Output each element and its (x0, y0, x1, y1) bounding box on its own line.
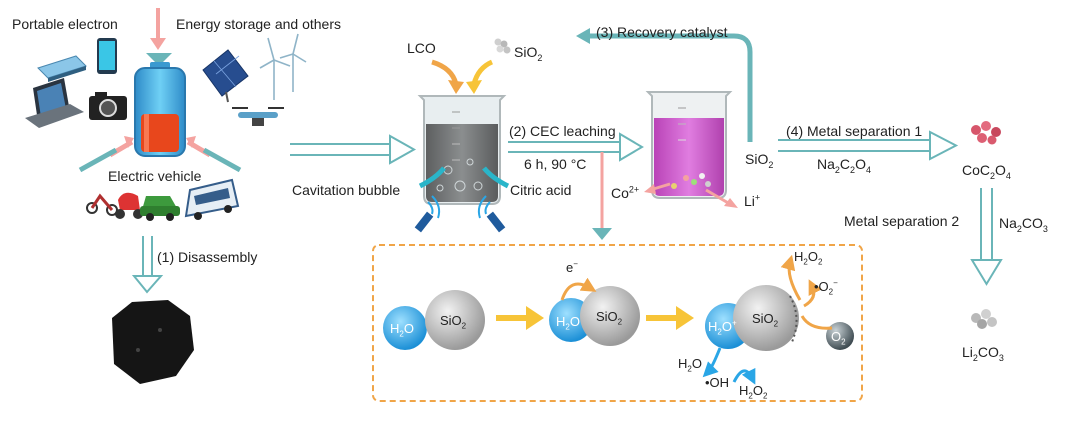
convergence-arrows (78, 136, 242, 173)
mechanism-pointer (592, 152, 612, 240)
ros-arrows (702, 254, 833, 385)
moped-icon (115, 192, 143, 219)
tablet-icon (37, 55, 87, 82)
disassembly-label: (1) Disassembly (157, 249, 258, 265)
superoxide-label: •O2− (814, 278, 838, 297)
coc2o4-particles-icon (971, 121, 1001, 145)
beaker-icon (645, 91, 733, 199)
sio2-label: SiO2 (596, 309, 623, 327)
hydroxyl-radical-label: •OH (705, 375, 730, 390)
electron-transfer-arrow (560, 277, 597, 301)
bus-icon (184, 178, 240, 220)
feed-arrow (290, 134, 417, 165)
cec-leaching-label: (2) CEC leaching (509, 123, 616, 139)
sio2-label: SiO2 (752, 311, 779, 329)
beaker-icon (417, 95, 507, 205)
conditions-label: 6 h, 90 °C (524, 156, 587, 172)
sio2-particle (425, 290, 485, 350)
lco-arrow (431, 59, 464, 94)
h2o-molecule (383, 306, 427, 350)
ion-release-arrows (644, 182, 738, 208)
wind-turbine-icon (259, 33, 307, 100)
na2co3-label: Na2CO3 (999, 215, 1048, 234)
phone-icon (97, 38, 117, 74)
sio2-particle (580, 286, 640, 346)
separation-arrow-2 (970, 188, 1003, 286)
o2-label: O2 (831, 329, 846, 347)
lco-label: LCO (407, 40, 436, 56)
disassembly-arrow (131, 236, 164, 294)
metal-separation-2-label: Metal separation 2 (844, 213, 960, 229)
metal-separation-1-label: (4) Metal separation 1 (786, 123, 923, 139)
separation-arrow-1 (778, 130, 959, 161)
sio2-particle (733, 285, 799, 351)
drone-icon (232, 107, 284, 126)
electron-label: e− (566, 259, 578, 275)
co-ion-label: Co2+ (611, 184, 640, 201)
reaction-arrow (646, 306, 694, 330)
h2o2-label: H2O2 (794, 249, 823, 267)
h2o2-label: H2O2 (739, 383, 768, 401)
coc2o4-label: CoC2O4 (962, 162, 1011, 181)
black-powder-icon (112, 300, 194, 384)
h2o-label: H2O (678, 356, 702, 374)
li-ion-label: Li+ (744, 192, 761, 209)
electric-vehicle-label: Electric vehicle (108, 168, 202, 184)
camera-icon (89, 92, 127, 120)
o2-molecule (826, 322, 854, 350)
scooter-icon (86, 193, 118, 216)
energy-storage-label: Energy storage and others (176, 16, 341, 32)
ultrasonic-wave-icon (414, 195, 506, 233)
portable-electron-label: Portable electron (12, 16, 118, 32)
input-arrow-top (150, 8, 166, 50)
reaction-arrow (496, 306, 544, 330)
bubble-pointer (418, 166, 510, 189)
solar-panel-icon (202, 49, 249, 103)
laptop-icon (25, 78, 84, 128)
sio2-label: SiO2 (440, 313, 467, 331)
cavitation-bubble-label: Cavitation bubble (292, 182, 401, 198)
recovery-catalyst-label: (3) Recovery catalyst (596, 24, 728, 40)
sio2-feed-arrow (466, 59, 494, 94)
car-icon (140, 196, 180, 221)
recovery-arrow (576, 28, 753, 142)
sio2-product-label: SiO2 (745, 151, 774, 170)
sio2-particles-icon (494, 38, 511, 54)
na2c2o4-label: Na2C2O4 (817, 156, 871, 175)
h2o-label: H2O (390, 321, 414, 339)
li2co3-label: Li2CO3 (962, 344, 1004, 363)
h2o-label: H2O (556, 314, 580, 332)
sio2-feed-label: SiO2 (514, 44, 543, 63)
battery-icon (134, 53, 186, 157)
li2co3-particles-icon (971, 309, 997, 329)
citric-acid-label: Citric acid (510, 182, 572, 198)
h3o-label: H2O+ (708, 318, 737, 337)
